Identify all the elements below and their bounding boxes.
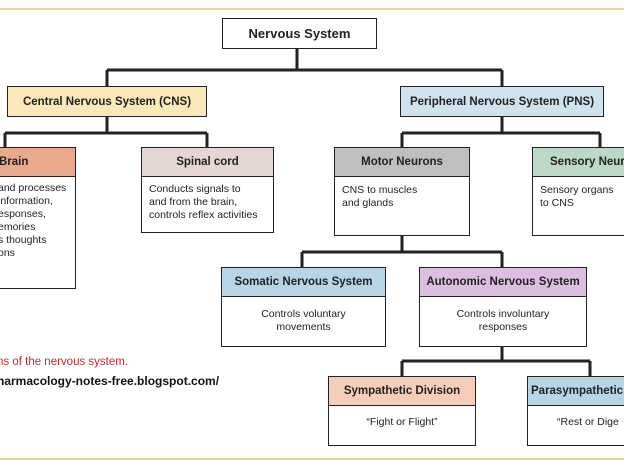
parasympathetic-header: Parasympathetic [527,376,624,406]
parasympathetic-label: Parasympathetic [531,385,624,397]
motor-neurons-header: Motor Neurons [334,147,470,177]
spinal-cord-description: Conducts signals to and from the brain, … [149,183,258,221]
sensory-neurons-header: Sensory Neur [532,147,624,177]
spinal-cord-header: Spinal cord [141,147,274,177]
sensory-neurons-label: Sensory Neur [550,156,624,168]
motor-neurons-description: CNS to muscles and glands [342,184,418,209]
top-border [0,8,624,10]
autonomic-description: Controls involuntary responses [456,308,550,333]
sympathetic-label: Sympathetic Division [343,385,461,397]
brain-description: and processes information, esponses, emo… [0,182,67,259]
nervous-system-label: Nervous System [248,26,351,41]
parasympathetic-description: “Rest or Dige [557,416,619,428]
motor-neurons-label: Motor Neurons [361,156,443,168]
pns-box: Peripheral Nervous System (PNS) [400,86,604,117]
spinal-cord-label: Spinal cord [176,156,239,168]
cns-label: Central Nervous System (CNS) [22,95,192,108]
nervous-system-box: Nervous System [222,18,377,49]
brain-header: Brain [0,147,76,177]
cns-box: Central Nervous System (CNS) [7,86,207,117]
bottom-border [0,458,624,460]
autonomic-label: Autonomic Nervous System [426,276,580,288]
autonomic-header: Autonomic Nervous System [419,267,587,297]
somatic-header: Somatic Nervous System [221,267,386,297]
source-url: harmacology-notes-free.blogspot.com/ [0,374,220,388]
figure-caption: ns of the nervous system. [0,356,129,368]
pns-label: Peripheral Nervous System (PNS) [409,95,595,108]
brain-label: Brain [0,156,29,168]
somatic-label: Somatic Nervous System [234,276,373,288]
sensory-neurons-description: Sensory organs to CNS [540,184,614,209]
sympathetic-description: “Fight or Flight” [366,416,438,428]
sympathetic-header: Sympathetic Division [328,376,476,406]
somatic-description: Controls voluntary movements [261,308,346,333]
